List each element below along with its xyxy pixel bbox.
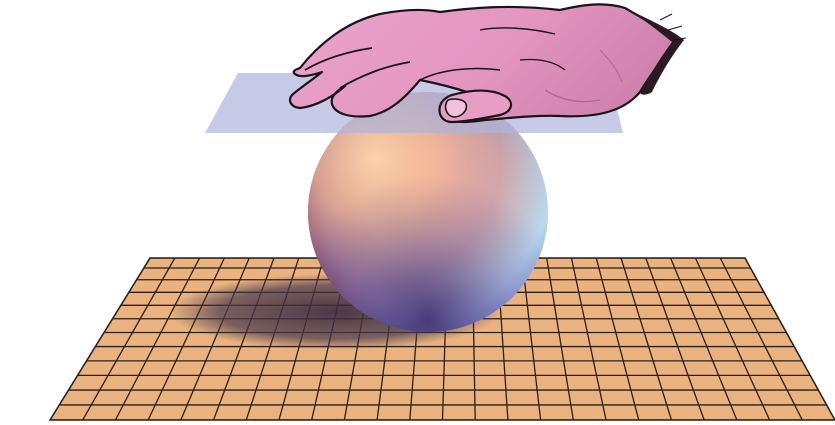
hand [290,4,686,122]
